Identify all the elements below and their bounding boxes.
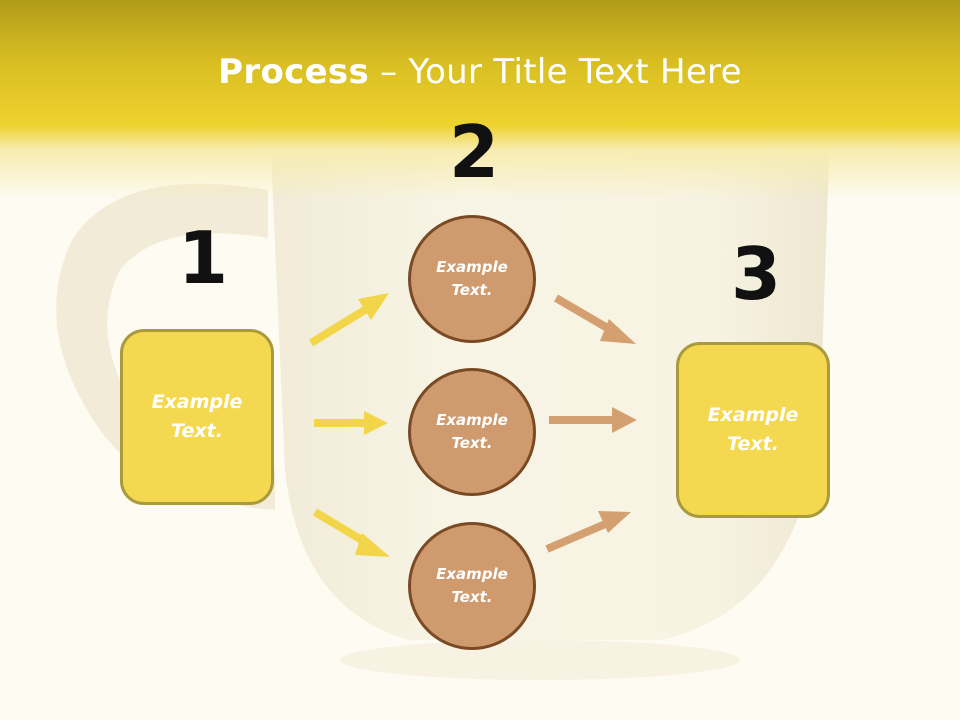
slide-title: Process – Your Title Text Here xyxy=(0,52,960,92)
arrow-circle-2-to-right xyxy=(549,407,637,433)
step-3-label: Example Text. xyxy=(707,404,799,455)
arrow-left-to-circle-2 xyxy=(314,411,388,435)
header-band xyxy=(0,0,960,200)
circle-middle-label: Example Text. xyxy=(436,411,508,452)
arrow-left-to-circle-1 xyxy=(308,293,389,347)
title-bold: Process xyxy=(218,52,370,92)
circle-bottom-label: Example Text. xyxy=(436,565,508,606)
step-1-label: Example Text. xyxy=(151,391,243,442)
step-1-box: Example Text. xyxy=(120,329,274,505)
step-2-circle-middle: Example Text. xyxy=(408,368,536,496)
arrow-left-to-circle-3 xyxy=(312,508,390,557)
step-number-1: 1 xyxy=(178,216,229,300)
arrow-circle-3-to-right xyxy=(545,511,631,553)
title-rest: – Your Title Text Here xyxy=(369,52,742,92)
step-2-circle-top: Example Text. xyxy=(408,215,536,343)
step-2-circle-bottom: Example Text. xyxy=(408,522,536,650)
arrow-circle-1-to-right xyxy=(553,294,636,344)
step-3-box: Example Text. xyxy=(676,342,830,518)
step-number-3: 3 xyxy=(731,232,782,316)
circle-top-label: Example Text. xyxy=(436,258,508,299)
step-number-2: 2 xyxy=(449,110,500,194)
